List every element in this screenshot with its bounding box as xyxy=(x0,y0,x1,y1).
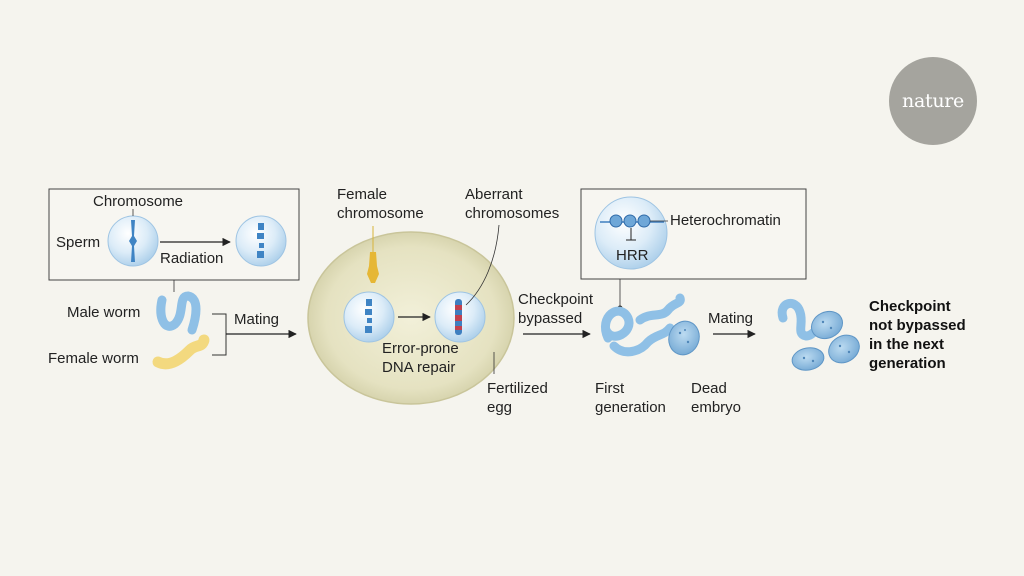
label-dead-embryo: Dead embryo xyxy=(691,379,741,417)
sperm-cell xyxy=(107,215,159,267)
nucleus-icon xyxy=(594,196,668,270)
egg-nucleus-2 xyxy=(434,291,486,343)
label-male-worm: Male worm xyxy=(67,304,141,321)
label-dead-embryo-line1: Dead xyxy=(691,380,727,397)
label-first-generation: First generation xyxy=(595,379,666,417)
label-checkpoint-not-bypassed: Checkpoint not bypassed in the next gene… xyxy=(869,297,966,373)
label-aberrant-line2: chromosomes xyxy=(465,205,560,222)
label-checkpoint-line2: bypassed xyxy=(518,310,583,327)
label-mating-1: Mating xyxy=(234,311,280,328)
label-radiation: Radiation xyxy=(160,250,224,267)
label-chromosome: Chromosome xyxy=(93,193,184,210)
egg-nucleus-1 xyxy=(343,291,395,343)
label-aberrant-line1: Aberrant xyxy=(465,186,523,203)
label-fertilized-line2: egg xyxy=(487,399,513,416)
label-mating-2: Mating xyxy=(708,310,754,327)
label-female-chromosome-line1: Female xyxy=(337,186,388,203)
logo-text: nature xyxy=(902,90,964,112)
label-checkpoint-line1: Checkpoint xyxy=(518,291,594,308)
label-error-prone-line2: DNA repair xyxy=(382,359,456,376)
label-heterochromatin: Heterochromatin xyxy=(670,212,781,229)
label-error-prone-line1: Error-prone xyxy=(382,340,459,357)
next-generation-embryos xyxy=(791,310,860,371)
label-sperm: Sperm xyxy=(56,234,101,251)
dead-embryo xyxy=(668,320,700,356)
aberrant-pointer xyxy=(465,224,500,306)
label-error-prone-repair: Error-prone DNA repair xyxy=(382,339,459,377)
label-not-bypassed-line3: in the next xyxy=(869,336,945,353)
label-hrr: HRR xyxy=(616,247,649,264)
label-not-bypassed-line1: Checkpoint xyxy=(869,298,951,315)
label-first-generation-line2: generation xyxy=(595,399,666,416)
label-first-generation-line1: First xyxy=(595,380,625,397)
label-female-chromosome: Female chromosome xyxy=(337,185,424,223)
label-aberrant-chromosomes: Aberrant chromosomes xyxy=(465,185,559,223)
label-checkpoint-bypassed: Checkpoint bypassed xyxy=(518,290,593,328)
label-female-worm: Female worm xyxy=(48,350,139,367)
label-female-chromosome-line2: chromosome xyxy=(337,205,424,222)
label-not-bypassed-line4: generation xyxy=(869,355,946,372)
mating-bracket xyxy=(212,313,227,356)
female-chromosome xyxy=(367,252,379,283)
first-generation-worms xyxy=(601,293,685,357)
label-fertilized-egg: Fertilized egg xyxy=(487,379,548,417)
irradiated-sperm-cell xyxy=(235,215,287,267)
fertilized-egg xyxy=(307,231,515,405)
label-not-bypassed-line2: not bypassed xyxy=(869,317,966,334)
female-worm xyxy=(152,334,210,370)
label-dead-embryo-line2: embryo xyxy=(691,399,742,416)
nature-logo: nature xyxy=(889,57,977,145)
label-fertilized-line1: Fertilized xyxy=(487,380,548,397)
male-worm xyxy=(156,291,201,335)
